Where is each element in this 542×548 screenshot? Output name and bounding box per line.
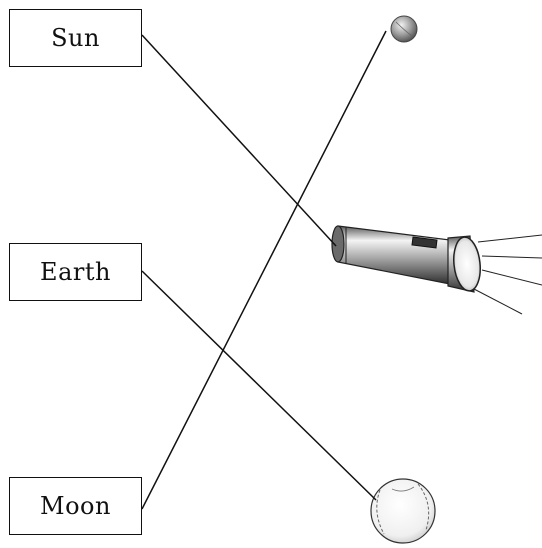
moon-label: Moon <box>40 492 111 520</box>
sun-label-box: Sun <box>9 9 142 67</box>
earth-label-box: Earth <box>9 243 142 301</box>
small-ball-icon <box>391 16 417 42</box>
large-ball-icon <box>371 479 435 543</box>
earth-label: Earth <box>40 258 111 286</box>
moon-label-box: Moon <box>9 477 142 535</box>
sun-label: Sun <box>51 24 100 52</box>
flashlight-icon <box>332 226 542 314</box>
